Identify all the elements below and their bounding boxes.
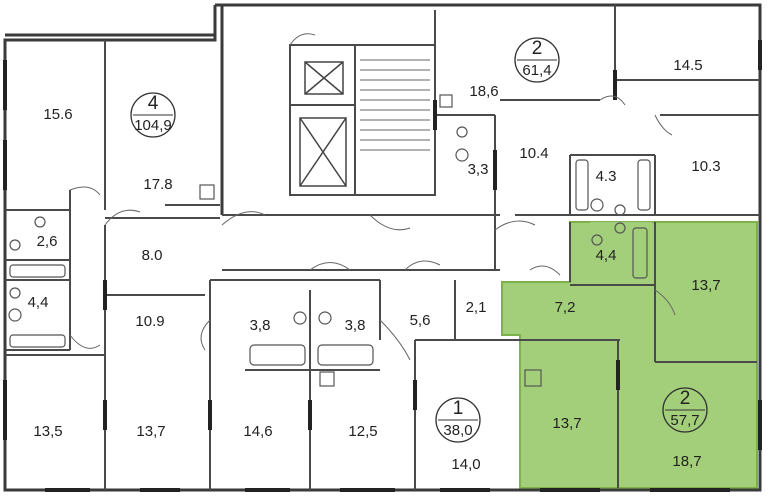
room-area-label: 4,4 (28, 294, 49, 311)
room-area-label: 7,2 (555, 299, 576, 316)
staircase (360, 59, 430, 151)
room-area-label: 18,7 (672, 453, 701, 470)
apartment-rooms: 4 (148, 93, 159, 114)
apartment-area: 38,0 (443, 422, 472, 439)
apartment-area: 61,4 (522, 62, 551, 79)
window-markers (3, 40, 762, 492)
room-area-label: 13,7 (552, 415, 581, 432)
apartment-area: 104,9 (134, 117, 172, 134)
room-area-label: 4.3 (596, 168, 617, 185)
room-area-label: 15.6 (43, 106, 72, 123)
room-area-label: 13,7 (136, 423, 165, 440)
apartment-badge-2-selected[interactable]: 2 57,7 (662, 387, 708, 433)
apartment-badge-1: 1 38,0 (435, 397, 481, 443)
room-area-label: 18,6 (469, 83, 498, 100)
room-area-label: 13,7 (691, 277, 720, 294)
room-area-label: 2,1 (466, 299, 487, 316)
bathroom-fixtures (8, 94, 651, 387)
room-area-label: 14.5 (673, 57, 702, 74)
apartment-badge-2-top: 2 61,4 (514, 37, 560, 83)
room-area-label: 10.3 (691, 158, 720, 175)
room-area-label: 4,4 (596, 247, 617, 264)
apartment-badge-4: 4 104,9 (130, 92, 176, 138)
room-area-label: 5,6 (410, 312, 431, 329)
room-area-label: 17.8 (143, 176, 172, 193)
apartment-rooms: 2 (680, 388, 691, 409)
room-labels: 15.6 17.8 18,6 14.5 10.4 3,3 4.3 10.3 2,… (28, 57, 721, 473)
apartment-rooms: 1 (453, 398, 464, 419)
room-area-label: 3,3 (468, 161, 489, 178)
room-area-label: 10.4 (519, 145, 548, 162)
room-area-label: 2,6 (37, 233, 58, 250)
room-area-label: 14,0 (451, 456, 480, 473)
room-area-label: 13,5 (33, 423, 62, 440)
door-swings (69, 33, 676, 361)
room-area-label: 14,6 (243, 423, 272, 440)
elevator-shafts (299, 61, 347, 187)
room-area-label: 8.0 (142, 247, 163, 264)
apartment-rooms: 2 (532, 38, 543, 59)
room-area-label: 12,5 (348, 423, 377, 440)
room-area-label: 10.9 (135, 313, 164, 330)
apartment-area: 57,7 (670, 412, 699, 429)
room-area-label: 3,8 (345, 317, 366, 334)
outer-walls (3, 3, 762, 492)
selected-apartment-highlight[interactable] (501, 221, 758, 489)
room-area-label: 3,8 (250, 317, 271, 334)
